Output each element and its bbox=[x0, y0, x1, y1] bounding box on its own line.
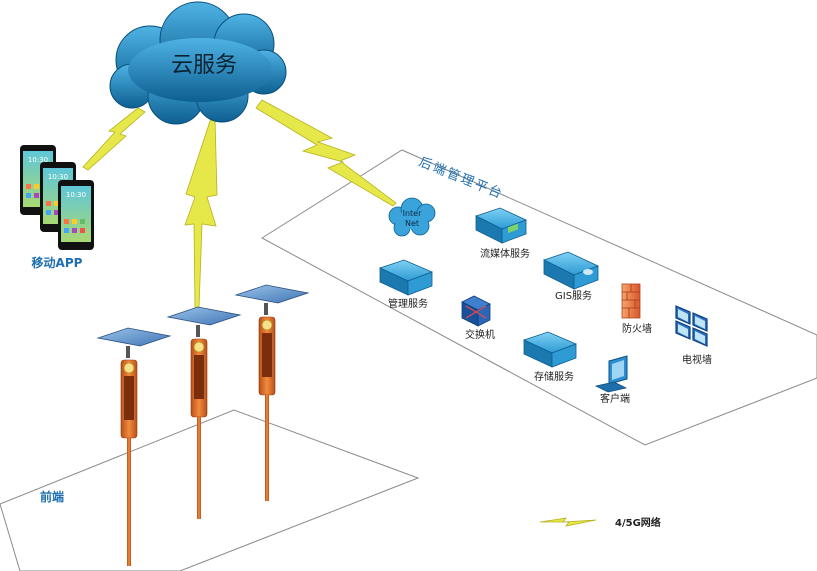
phone-icon: 10:30 bbox=[58, 180, 94, 250]
lightning-to-platform bbox=[255, 99, 397, 207]
stream-media-server-icon bbox=[474, 207, 528, 244]
gis-server-icon bbox=[542, 251, 600, 290]
solar-panel-icon bbox=[234, 284, 310, 304]
mobile-phones: 10:30 10:30 10:30 移动APP bbox=[20, 145, 94, 270]
management-server-icon bbox=[378, 259, 434, 296]
switch-icon bbox=[461, 295, 491, 327]
internet-cloud-icon: Inter Net bbox=[388, 197, 436, 237]
frontend-area-outline bbox=[0, 409, 420, 571]
lightning-to-poles bbox=[184, 117, 218, 309]
frontend-label: 前端 bbox=[40, 489, 64, 504]
switch-label: 交换机 bbox=[465, 328, 495, 341]
cloud-label: 云服务 bbox=[171, 53, 237, 78]
legend-label: 4/5G网络 bbox=[615, 516, 661, 529]
stream-media-server-label: 流媒体服务 bbox=[480, 247, 530, 260]
firewall-icon bbox=[621, 283, 641, 319]
legend: 4/5G网络 bbox=[539, 516, 661, 529]
client-label: 客户端 bbox=[600, 392, 630, 405]
lightning-to-mobile bbox=[82, 107, 146, 171]
legend-lightning-icon bbox=[539, 517, 597, 527]
storage-server-label: 存储服务 bbox=[534, 370, 574, 383]
phone-clock: 10:30 bbox=[66, 191, 86, 199]
firewall-label: 防火墙 bbox=[622, 322, 652, 335]
solar-panel-icon bbox=[166, 306, 242, 326]
phone-clock: 10:30 bbox=[48, 173, 68, 181]
mobile-app-label: 移动APP bbox=[32, 255, 83, 270]
management-server-label: 管理服务 bbox=[388, 297, 428, 310]
cloud-icon: 云服务 bbox=[109, 1, 287, 125]
phone-clock: 10:30 bbox=[28, 156, 48, 164]
monitoring-pole bbox=[234, 284, 310, 501]
internet-label-line1: Inter bbox=[403, 209, 422, 218]
video-wall-label: 电视墙 bbox=[682, 353, 712, 366]
storage-server-icon bbox=[522, 331, 578, 368]
monitoring-pole bbox=[166, 306, 242, 519]
solar-panel-icon bbox=[96, 327, 172, 347]
gis-server-label: GIS服务 bbox=[555, 289, 592, 302]
video-wall-icon bbox=[675, 305, 708, 347]
platform-area-outline bbox=[261, 149, 817, 446]
client-computer-icon bbox=[594, 355, 628, 393]
internet-label-line2: Net bbox=[405, 219, 419, 228]
monitoring-pole bbox=[96, 327, 172, 566]
